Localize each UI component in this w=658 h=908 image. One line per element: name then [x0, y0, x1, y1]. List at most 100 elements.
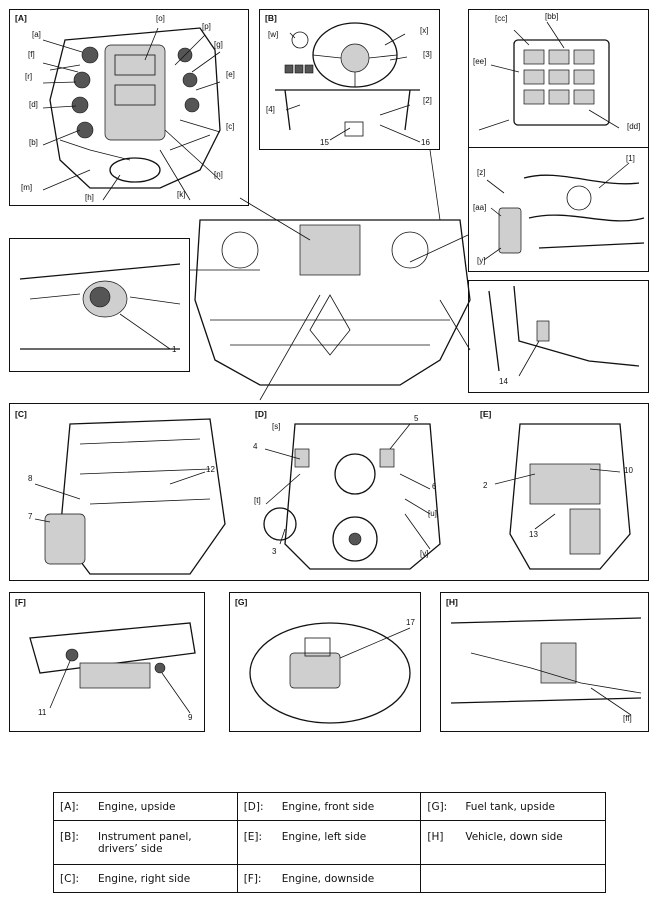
callout-ff: [ff]	[623, 714, 632, 723]
callout-8: 8	[28, 474, 33, 483]
legend-value: Engine, upside	[98, 800, 176, 813]
panel-engine-sides: [C] [D] [E] 8 12 7 [s] 5 4 [t] 6 [u] 3 […	[9, 403, 649, 581]
engine-downside-drawing	[29, 622, 196, 714]
engine-sides-drawing	[34, 418, 631, 575]
callout-b-16: 16	[421, 138, 430, 147]
callout-6: 6	[432, 482, 437, 491]
engine-bay-right-drawing	[483, 162, 645, 261]
legend-key: [E]:	[243, 831, 263, 843]
legend-key: [H]	[427, 831, 444, 843]
panel-engine-bay-right: [z] [aa] [y] [1]	[468, 147, 649, 272]
callout-2: 2	[483, 481, 488, 490]
callout-a-p: [p]	[202, 22, 211, 31]
callout-b-w: [w]	[268, 30, 279, 39]
legend-value: Engine, downside	[281, 872, 375, 885]
legend-value: Fuel tank, upside	[465, 800, 555, 813]
callout-a-e: [e]	[226, 70, 235, 79]
callout-9: 9	[188, 713, 193, 722]
fuel-tank-drawing	[249, 622, 411, 724]
legend-key: [A]:	[60, 800, 79, 813]
legend-key: [C]:	[60, 872, 80, 885]
legend-cell: [C]: Engine, right side	[53, 864, 238, 893]
callout-1-top: [1]	[626, 154, 635, 163]
callout-z: [z]	[477, 168, 486, 177]
engine-upside-drawing	[42, 27, 221, 201]
callout-a-a: [a]	[32, 30, 41, 39]
callout-11: 11	[38, 708, 47, 717]
callout-t: [t]	[254, 496, 261, 505]
panel-h-vehicle-downside: [H] [ff]	[440, 592, 649, 732]
callout-b-3: [3]	[423, 50, 432, 59]
panel-b-instrument-panel: [B] [w] [x] [3] [4] [2] 15 16	[259, 9, 440, 150]
legend-value: Engine, right side	[98, 872, 191, 885]
legend-value: Vehicle, down side	[465, 831, 563, 843]
legend-cell: [F]: Engine, downside	[236, 864, 422, 893]
legend-cell: [D]: Engine, front side	[236, 792, 422, 821]
vehicle-downside-drawing	[450, 617, 642, 716]
callout-y: [y]	[477, 256, 486, 265]
callout-b-2: [2]	[423, 96, 432, 105]
legend-key: [F]:	[243, 872, 262, 885]
callout-3: 3	[272, 547, 277, 556]
legend-cell: [H] Vehicle, down side	[420, 820, 606, 865]
callout-b-x: [x]	[420, 26, 429, 35]
panel-d-label: [D]	[255, 409, 267, 419]
callout-5: 5	[414, 414, 419, 423]
callout-u: [u]	[428, 509, 437, 518]
callout-a-b: [b]	[29, 138, 38, 147]
legend-cell: [B]: Instrument panel, drivers’ side	[53, 820, 238, 865]
callout-left-1: 1	[172, 345, 177, 354]
callout-a-k: [k]	[177, 190, 186, 199]
callout-a-d: [d]	[29, 100, 38, 109]
panel-g-fuel-tank: [G] 17	[229, 592, 421, 732]
callout-bb: [bb]	[545, 12, 559, 21]
instrument-panel-drawing	[275, 22, 421, 143]
legend-value: Engine, left side	[281, 831, 367, 843]
panel-f-engine-downside: [F] 11 9	[9, 592, 205, 732]
callout-a-c: [c]	[226, 122, 235, 131]
panel-b-label: [B]	[265, 13, 277, 23]
left-detail-drawing	[19, 263, 181, 350]
callout-ee: [ee]	[473, 57, 487, 66]
panel-a-engine-upside: [A] [a] [f] [r] [d] [b] [m] [h] [o] [p] …	[9, 9, 249, 206]
callout-b-15: 15	[320, 138, 329, 147]
callout-cc: [cc]	[495, 14, 508, 23]
panel-right-detail: 14	[468, 280, 649, 393]
callout-s: [s]	[272, 422, 281, 431]
callout-14: 14	[499, 377, 508, 386]
callout-aa: [aa]	[473, 203, 487, 212]
callout-12: 12	[206, 465, 215, 474]
callout-a-h: [h]	[85, 193, 94, 202]
panel-f-label: [F]	[15, 597, 26, 607]
panel-h-label: [H]	[446, 597, 458, 607]
callout-17: 17	[406, 618, 415, 627]
legend-value: Engine, front side	[281, 800, 375, 813]
legend-cell	[420, 864, 606, 893]
panel-g-label: [G]	[235, 597, 248, 607]
panel-a-label: [A]	[15, 13, 27, 23]
panel-c-label: [C]	[15, 409, 27, 419]
right-detail-drawing	[488, 285, 640, 377]
panel-fuse-box: [cc] [bb] [ee] [dd]	[468, 9, 649, 150]
legend-cell: [G]: Fuel tank, upside	[420, 792, 606, 821]
callout-a-r: [r]	[25, 72, 33, 81]
legend-cell: [A]: Engine, upside	[53, 792, 238, 821]
callout-v: [v]	[420, 549, 429, 558]
callout-a-g: [g]	[214, 40, 223, 49]
callout-a-n: [n]	[214, 170, 223, 179]
callout-a-o: [o]	[156, 14, 165, 23]
legend-table: [A]: Engine, upside [D]: Engine, front sid…	[53, 792, 606, 893]
fuse-box-drawing	[478, 21, 620, 131]
callout-a-m: [m]	[21, 183, 33, 192]
legend-key: [D]:	[243, 800, 264, 813]
callout-10: 10	[624, 466, 633, 475]
callout-13: 13	[529, 530, 538, 539]
callout-b-4: [4]	[266, 105, 275, 114]
legend-key: [G]:	[427, 800, 448, 813]
callout-7: 7	[28, 512, 33, 521]
panel-left-detail: 1	[9, 238, 190, 372]
legend-value: Instrument panel, drivers’ side	[98, 831, 192, 855]
legend-key: [B]:	[60, 831, 79, 843]
callout-a-f: [f]	[28, 50, 35, 59]
panel-e-label: [E]	[480, 409, 492, 419]
